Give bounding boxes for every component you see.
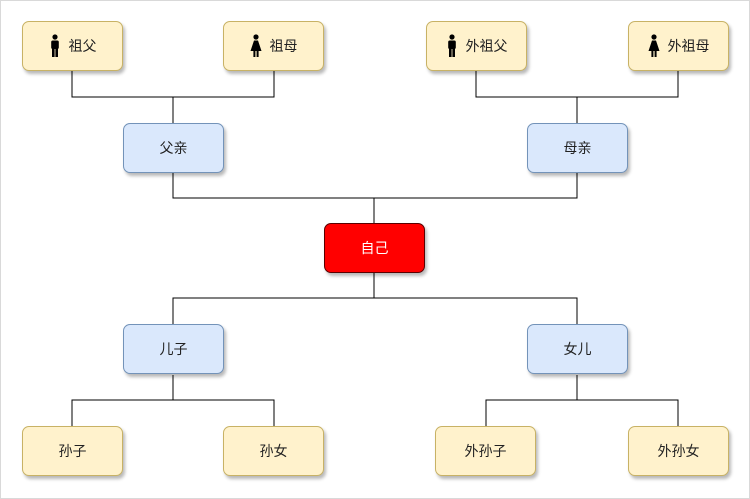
node-label: 自己 bbox=[360, 241, 389, 257]
node-maternal-grandfather[interactable]: 外祖父 bbox=[426, 21, 527, 71]
connector-parents-self bbox=[172, 173, 578, 199]
node-label: 父亲 bbox=[159, 141, 188, 157]
node-maternal-grandmother[interactable]: 外祖母 bbox=[628, 21, 729, 71]
node-father[interactable]: 父亲 bbox=[123, 123, 224, 173]
node-label: 外祖母 bbox=[667, 39, 710, 55]
node-daughters-son[interactable]: 外孙子 bbox=[435, 426, 536, 476]
node-self[interactable]: 自己 bbox=[324, 223, 425, 273]
node-granddaughter[interactable]: 孙女 bbox=[223, 426, 324, 476]
female-person-icon bbox=[648, 34, 659, 57]
connector-son-grandchildren bbox=[71, 399, 275, 426]
node-mother[interactable]: 母亲 bbox=[527, 123, 628, 173]
node-grandson[interactable]: 孙子 bbox=[22, 426, 123, 476]
node-label: 外孙子 bbox=[464, 444, 507, 460]
node-daughter[interactable]: 女儿 bbox=[527, 324, 628, 374]
node-son[interactable]: 儿子 bbox=[123, 324, 224, 374]
connector-grandparents-father bbox=[71, 71, 275, 98]
node-label: 孙子 bbox=[58, 444, 87, 460]
connector-daughter-grandchildren bbox=[485, 399, 679, 426]
node-grandmother[interactable]: 祖母 bbox=[223, 21, 324, 71]
node-label: 外孙女 bbox=[657, 444, 700, 460]
male-person-icon bbox=[50, 34, 59, 57]
node-label: 孙女 bbox=[259, 444, 288, 460]
node-daughters-daughter[interactable]: 外孙女 bbox=[628, 426, 729, 476]
node-label: 女儿 bbox=[563, 342, 592, 358]
connector-grandparents-mother bbox=[475, 71, 679, 98]
node-label: 母亲 bbox=[563, 141, 592, 157]
node-grandfather[interactable]: 祖父 bbox=[22, 21, 123, 71]
male-person-icon bbox=[447, 34, 456, 57]
node-label: 祖母 bbox=[269, 39, 298, 55]
node-label: 儿子 bbox=[159, 342, 188, 358]
female-person-icon bbox=[250, 34, 261, 57]
node-label: 祖父 bbox=[68, 39, 97, 55]
node-label: 外祖父 bbox=[465, 39, 508, 55]
connector-self-children bbox=[172, 297, 578, 324]
